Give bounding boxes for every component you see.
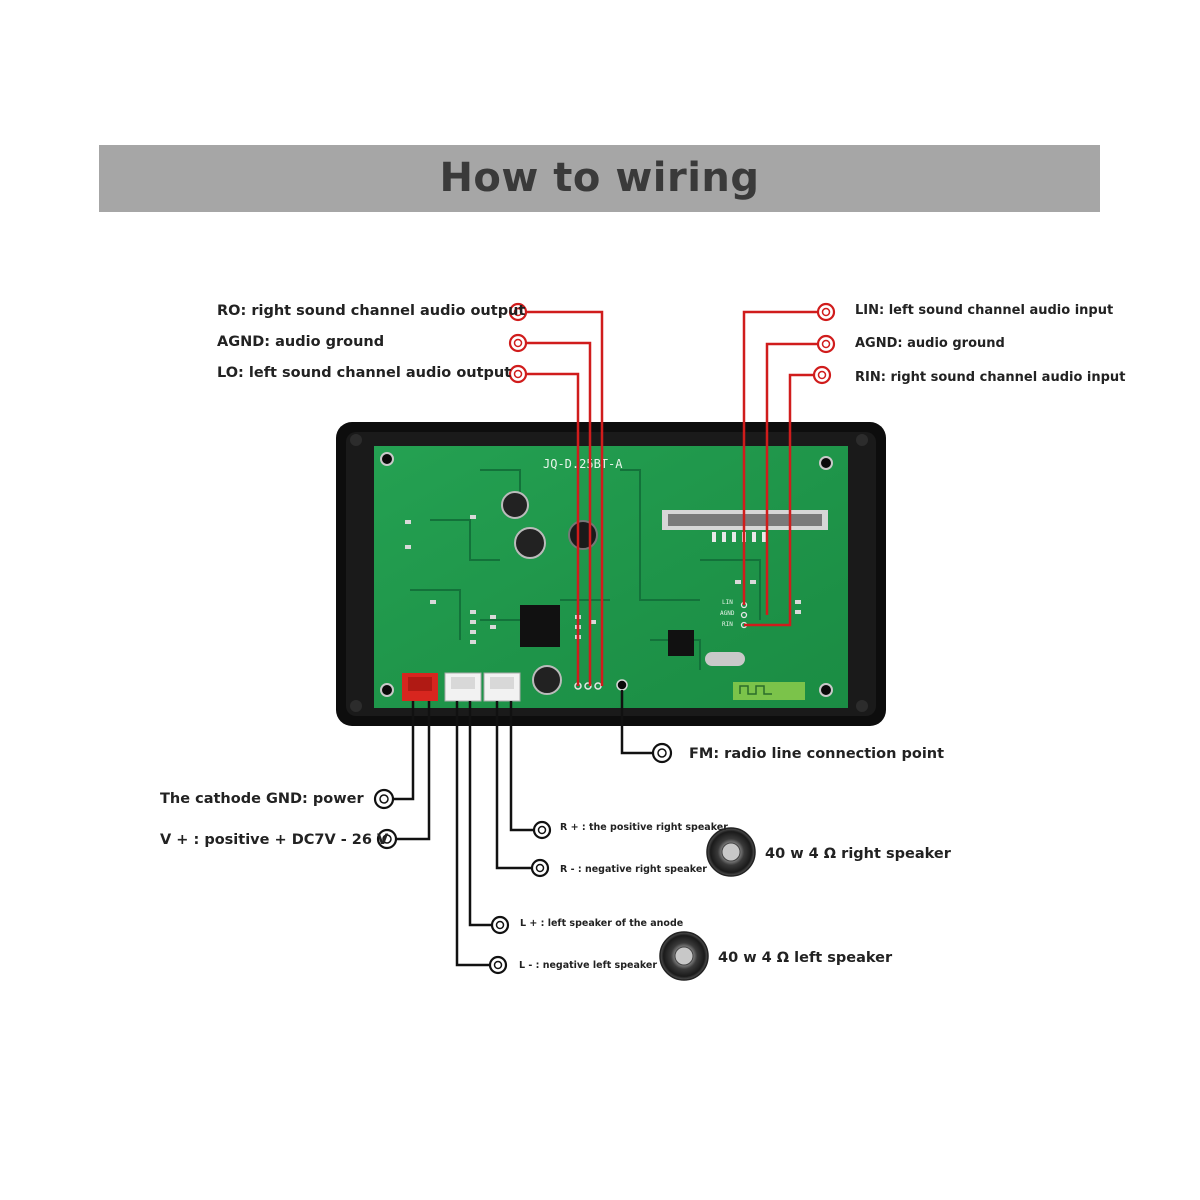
enclosure-screw-icon (350, 434, 362, 446)
bluetooth-ic (668, 630, 694, 656)
pcb-antenna (733, 682, 805, 700)
l-plus-label: L + : left speaker of the anode (520, 918, 683, 929)
enclosure-screw-icon (350, 700, 362, 712)
inductor (568, 520, 598, 550)
board-model-text: JQ-D.25BT-A (543, 457, 623, 471)
r-minus-label: R - : negative right speaker (560, 864, 707, 875)
lin-label: LIN: left sound channel audio input (855, 303, 1113, 318)
pcb-mount-hole-icon (380, 452, 394, 466)
fm-pad (616, 679, 628, 691)
l-minus-label: L - : negative left speaker (519, 960, 657, 971)
pcb-mount-hole-icon (819, 456, 833, 470)
amplifier-ic (520, 605, 560, 647)
left-speaker-icon (659, 931, 709, 981)
title-banner: How to wiring (99, 145, 1100, 212)
capacitor (532, 665, 562, 695)
capacitor (501, 491, 529, 519)
rin-label: RIN: right sound channel audio input (855, 370, 1125, 385)
audio-input-wires (742, 310, 826, 627)
pcb-mount-hole-icon (819, 683, 833, 697)
left-speaker-label: 40 w 4 Ω left speaker (718, 950, 893, 966)
silk-rin-text: RIN (722, 621, 733, 628)
audio-output-wires (518, 310, 604, 686)
silk-lin-text: LIN (722, 599, 733, 606)
pcb-mount-hole-icon (380, 683, 394, 697)
v-plus-label: V + : positive + DC7V - 26 V (160, 832, 389, 848)
enclosure-screw-icon (856, 700, 868, 712)
page-title: How to wiring (439, 155, 760, 201)
agnd-output-label: AGND: audio ground (217, 334, 384, 350)
capacitor (514, 527, 546, 559)
right-speaker-icon (706, 827, 756, 877)
agnd-input-label: AGND: audio ground (855, 336, 1005, 351)
r-plus-label: R + : the positive right speaker (560, 822, 728, 833)
enclosure-screw-icon (856, 434, 868, 446)
lo-label: LO: left sound channel audio output (217, 365, 511, 381)
ro-label: RO: right sound channel audio output (217, 303, 525, 319)
gnd-power-label: The cathode GND: power (160, 791, 364, 807)
right-speaker-label: 40 w 4 Ω right speaker (765, 846, 952, 862)
terminal-ring-icons (373, 302, 836, 975)
crystal-oscillator (705, 652, 745, 666)
silk-agnd-text: AGND (720, 610, 735, 617)
fm-label: FM: radio line connection point (689, 746, 944, 762)
